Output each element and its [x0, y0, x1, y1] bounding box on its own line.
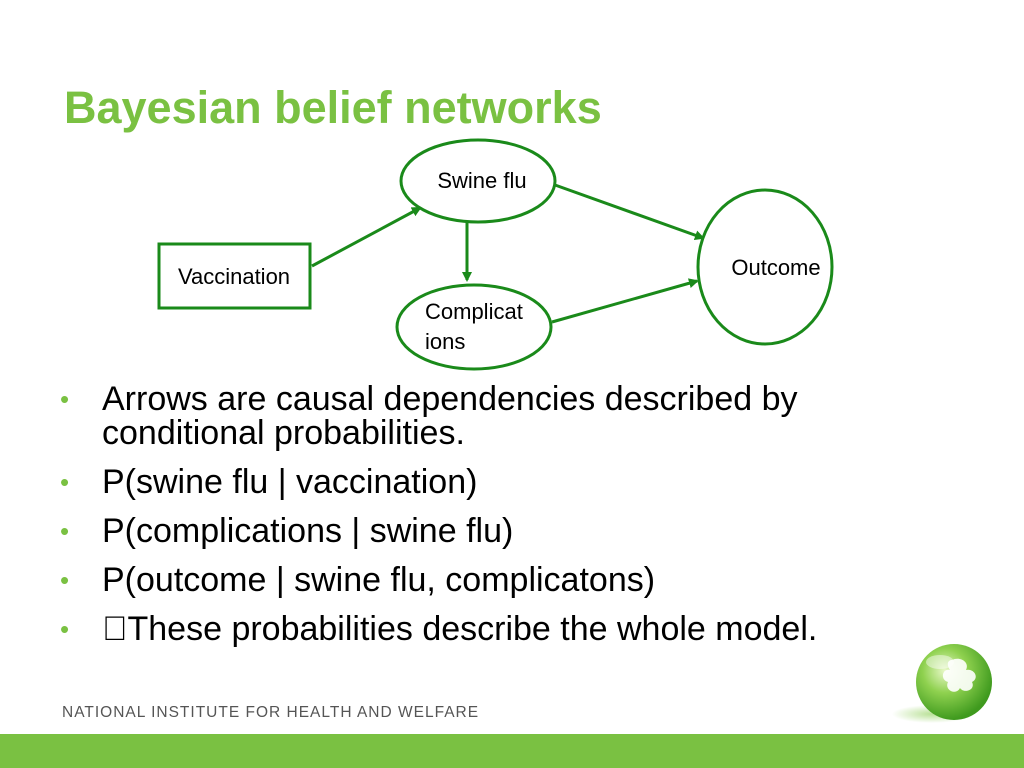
bullet-text: P(swine flu | vaccination): [102, 463, 478, 501]
bullet-dot: •: [60, 565, 70, 595]
slide-title: Bayesian belief networks: [64, 82, 602, 133]
bullet-dot: •: [60, 384, 70, 414]
edge-swine-flu-to-outcome: [554, 183, 705, 241]
node-swine-flu-label: Swine flu: [437, 168, 526, 193]
bullet-list: • Arrows are causal dependencies describ…: [60, 382, 920, 661]
node-outcome: Outcome: [696, 188, 834, 346]
bullet-item: • These probabilities describe the whol…: [60, 612, 920, 646]
bullet-item: • P(outcome | swine flu, complicatons): [60, 563, 920, 597]
bullet-dot: •: [60, 614, 70, 644]
bullet-dot: •: [60, 516, 70, 546]
node-complications-label-line2: ions: [425, 329, 465, 354]
bullet-item: • Arrows are causal dependencies describ…: [60, 382, 920, 450]
green-globe-logo-icon: [892, 644, 992, 723]
bayesian-network-diagram: Vaccination Swine flu Complicat ions Out…: [157, 138, 834, 371]
bullet-text: P(outcome | swine flu, complicatons): [102, 561, 656, 599]
bullet-text: These probabilities describe the whole …: [102, 610, 817, 648]
bullet-text: Arrows are causal dependencies described…: [102, 380, 798, 452]
node-swine-flu: Swine flu: [399, 138, 557, 224]
edge-vaccination-to-swine-flu: [311, 206, 422, 268]
bullet-dot: •: [60, 467, 70, 497]
footer-organization: NATIONAL INSTITUTE FOR HEALTH AND WELFAR…: [62, 704, 480, 721]
edge-complications-to-outcome: [551, 278, 699, 324]
node-complications: Complicat ions: [395, 283, 553, 371]
node-complications-label-line1: Complicat: [425, 299, 523, 324]
bullet-item: • P(complications | swine flu): [60, 514, 920, 548]
node-vaccination: Vaccination: [157, 242, 312, 310]
bullet-text: P(complications | swine flu): [102, 512, 514, 550]
node-vaccination-label: Vaccination: [178, 264, 290, 289]
bottom-green-bar: [0, 734, 1024, 768]
bullet-item: • P(swine flu | vaccination): [60, 465, 920, 499]
node-outcome-label: Outcome: [731, 255, 820, 280]
